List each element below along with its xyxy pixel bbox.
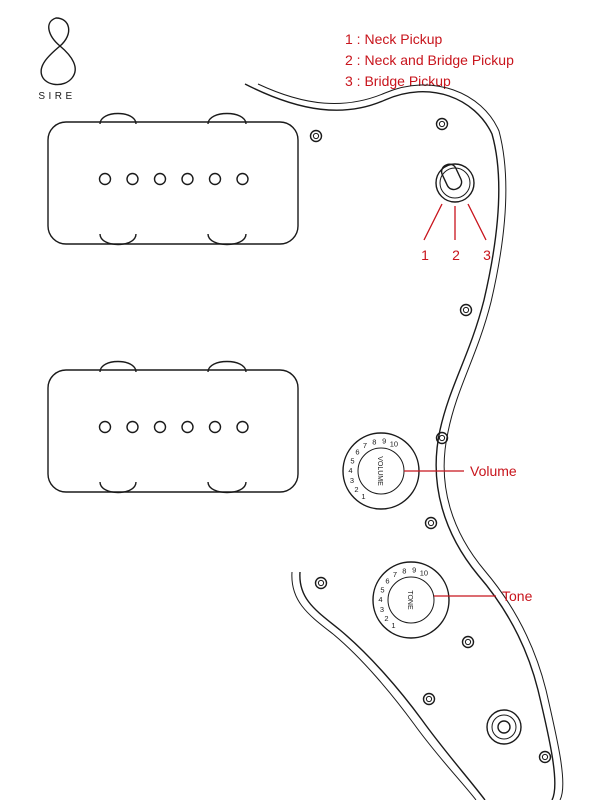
toggle-switch-icon (435, 163, 475, 203)
pole-piece (126, 172, 139, 186)
pole-piece (236, 172, 249, 186)
bridge-pickup (47, 360, 299, 494)
volume-knob-cap-label: VOLUME (376, 456, 383, 486)
neck-pickup-bottom-tab-right (207, 233, 247, 246)
knob-scale-number: 10 (390, 439, 398, 448)
pole-piece (236, 420, 249, 434)
switch-position-2: 2 (452, 247, 460, 263)
pole-piece (208, 172, 222, 186)
pickguard-lower-inner-edge (291, 571, 477, 801)
tone-callout-label: Tone (502, 588, 533, 604)
volume-callout-label: Volume (470, 463, 517, 479)
knob-scale-number: 9 (382, 437, 386, 446)
neck-pickup-top-tab-left (99, 112, 137, 125)
pole-piece (126, 420, 139, 434)
tone-knob-cap-label: TONE (406, 590, 413, 610)
screw (459, 303, 473, 317)
bridge-pickup-pole-pieces (98, 420, 249, 434)
legend-item-neck-bridge: 2 : Neck and Bridge Pickup (345, 52, 514, 68)
pole-piece (153, 420, 167, 434)
brand-name: SIRE (38, 91, 75, 102)
screw (435, 431, 449, 445)
screw (461, 635, 475, 649)
knob-scale-number: 9 (412, 566, 416, 575)
bridge-pickup-top-tab-left (99, 360, 137, 373)
knob-scale-number: 5 (350, 456, 354, 465)
neck-pickup-cover (47, 121, 299, 245)
screw (314, 576, 328, 590)
neck-pickup (47, 112, 299, 246)
neck-pickup-pole-pieces (98, 172, 249, 186)
bridge-pickup-bottom-tab-left (99, 481, 137, 494)
screw (424, 516, 438, 530)
knob-scale-number: 7 (363, 441, 367, 450)
switch-position-1: 1 (421, 247, 429, 263)
knob-scale-number: 2 (354, 485, 358, 494)
knob-scale-number: 1 (391, 621, 395, 630)
neck-pickup-top-tab-right (207, 112, 247, 125)
pickguard (244, 83, 564, 801)
legend-item-bridge: 3 : Bridge Pickup (345, 73, 451, 89)
switch-pointer-1 (423, 203, 443, 241)
switch-pointer-3 (467, 203, 487, 241)
legend-item-neck: 1 : Neck Pickup (345, 31, 442, 47)
pickguard-inner-edge (257, 83, 564, 801)
neck-pickup-bottom-tab-left (99, 233, 137, 246)
knob-scale-number: 5 (380, 585, 384, 594)
knob-scale-number: 8 (402, 566, 406, 575)
pickguard-screws (309, 117, 552, 764)
pole-piece (181, 420, 194, 434)
knob-scale-number: 1 (361, 492, 365, 501)
switch-position-3: 3 (483, 247, 491, 263)
pickup-legend: 1 : Neck Pickup 2 : Neck and Bridge Pick… (345, 31, 514, 89)
pole-piece (98, 172, 112, 186)
output-jack[interactable] (486, 709, 522, 745)
bridge-pickup-bottom-tab-right (207, 481, 247, 494)
knob-scale-number: 4 (378, 595, 382, 604)
screw (435, 117, 449, 131)
tone-knob-cap (387, 576, 435, 624)
knob-scale-number: 10 (420, 568, 428, 577)
knob-scale-number: 6 (385, 577, 389, 586)
bridge-pickup-cover (47, 369, 299, 493)
knob-scale-number: 8 (372, 437, 376, 446)
pole-piece (181, 172, 194, 186)
pickguard-outer-edge (244, 83, 556, 801)
knob-scale-number: 7 (393, 570, 397, 579)
tone-knob-skirt (372, 561, 450, 639)
knob-scale-number: 3 (350, 476, 354, 485)
brand-logo: SIRE (38, 17, 76, 102)
screw (422, 692, 436, 706)
pole-piece (153, 172, 167, 186)
bridge-pickup-top-tab-right (207, 360, 247, 373)
sire-s-logo-icon (40, 17, 76, 86)
knob-scale-number: 4 (348, 466, 352, 475)
pickup-selector-switch[interactable]: 1 2 3 (421, 162, 491, 263)
knob-scale-number: 6 (355, 448, 359, 457)
pickguard-lower-edge (299, 571, 486, 801)
screw (309, 129, 323, 143)
knob-scale-number: 2 (384, 614, 388, 623)
screw (538, 750, 552, 764)
knob-scale-number: 3 (380, 605, 384, 614)
pole-piece (98, 420, 112, 434)
pole-piece (208, 420, 222, 434)
